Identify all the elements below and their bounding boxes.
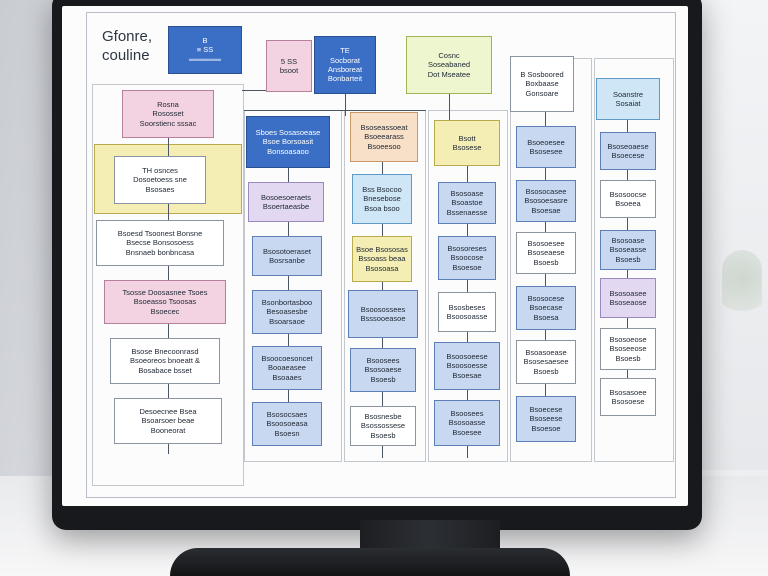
left-box-1[interactable]: Rosna Rososset Soorstienc sssac bbox=[122, 90, 214, 138]
connector bbox=[168, 204, 169, 220]
connector bbox=[168, 384, 169, 398]
chart-frame bbox=[86, 12, 676, 498]
left-box-6[interactable]: Desoecnee Bsea Bsoarsoer beae Booneorat bbox=[114, 398, 222, 444]
col4-box-3[interactable]: Bsosoreses Bsoocose Bsoesoe bbox=[438, 236, 496, 280]
col5-box-1[interactable]: Bsoeoesee Bsosesee bbox=[516, 126, 576, 168]
connector bbox=[627, 370, 628, 378]
header-box-2[interactable]: 5 SS bsoot bbox=[266, 40, 312, 92]
connector bbox=[168, 324, 169, 338]
title-line-2: couline bbox=[102, 46, 150, 64]
col2-box-4[interactable]: Bsonbortasboo Besoasesbe Bsoarsaoe bbox=[252, 290, 322, 334]
connector bbox=[288, 276, 289, 290]
col3-box-2[interactable]: Bss Bsocoo Bnesebose Bsoa bsoo bbox=[352, 174, 412, 224]
connector bbox=[627, 218, 628, 230]
header-box-5[interactable]: B Sosboored Boxbaase Gonsoare bbox=[510, 56, 574, 112]
col5-box-5[interactable]: Bsoasoease Bsosesaesee Bsoesb bbox=[516, 340, 576, 384]
connector bbox=[288, 334, 289, 346]
left-box-2[interactable]: TH osnces Dosoetoess sne Bsosaes bbox=[114, 156, 206, 204]
col4-box-2[interactable]: Bsosoase Bsoastoe Bssenaesse bbox=[438, 182, 496, 224]
left-box-4[interactable]: Tsosse Doosasnee Tsoes Bsoeasso Tsoosas … bbox=[104, 280, 226, 324]
header-box-6[interactable]: Soanstre Sosaiat bbox=[596, 78, 660, 120]
col4-box-4[interactable]: Bsosbeses Bsoosoasse bbox=[438, 292, 496, 332]
col4-box-5[interactable]: Bsoosoeese Bsoosoesse Bsoesae bbox=[434, 342, 500, 390]
connector bbox=[168, 266, 169, 280]
connector bbox=[382, 162, 383, 174]
connector bbox=[382, 446, 383, 458]
col2-box-3[interactable]: Bsosotoeraset Bosrsanbe bbox=[252, 236, 322, 276]
connector bbox=[382, 282, 383, 290]
left-box-5[interactable]: Bsose Bnecoonrasd Bsoeoreos bnoeatt & Bo… bbox=[110, 338, 220, 384]
column-frame-1 bbox=[92, 84, 244, 486]
connector bbox=[168, 138, 169, 156]
col3-box-5[interactable]: Bsoosees Bsosoaese Bsoesb bbox=[350, 348, 416, 392]
connector bbox=[627, 318, 628, 328]
connector bbox=[467, 446, 468, 458]
connector bbox=[449, 94, 450, 120]
connector bbox=[288, 390, 289, 402]
col3-box-4[interactable]: Bsoosossees Bsssooeasoe bbox=[348, 290, 418, 338]
col3-box-1[interactable]: Bsoseassoeat Bsoeearass Bsoeesoo bbox=[350, 112, 418, 162]
connector bbox=[288, 168, 289, 182]
connector bbox=[545, 274, 546, 286]
connector bbox=[382, 392, 383, 406]
col2-box-2[interactable]: Bosoesoeraets Bsoertaeasbe bbox=[248, 182, 324, 222]
connector bbox=[467, 280, 468, 292]
connector bbox=[627, 270, 628, 278]
col4-box-1[interactable]: Bsott Bsosese bbox=[434, 120, 500, 166]
connector bbox=[545, 330, 546, 340]
header-box-3[interactable]: TE Socborat Ansboreat Bonbarteit bbox=[314, 36, 376, 94]
col2-box-5[interactable]: Bsoocoesoncet Booaeasee Bsoaaes bbox=[252, 346, 322, 390]
col6-box-3[interactable]: Bsosoase Bsoseasse Bsoesb bbox=[600, 230, 656, 270]
col5-box-3[interactable]: Bsosoesee Bsoseaese Bsoesb bbox=[516, 232, 576, 274]
header-box-4[interactable]: Cosnc Soseabaned Dot Mseatee bbox=[406, 36, 492, 94]
col3-box-6[interactable]: Bsosnesbe Bsossossese Bsoesb bbox=[350, 406, 416, 446]
connector bbox=[345, 94, 346, 116]
connector bbox=[168, 444, 169, 454]
monitor: Gfonre, couline B ≡ SS ══════ 5 SS bsoot… bbox=[52, 0, 702, 558]
connector bbox=[545, 222, 546, 232]
col6-box-6[interactable]: Bsosasoee Bsosoese bbox=[600, 378, 656, 416]
connector bbox=[545, 112, 546, 126]
column-frame-4 bbox=[428, 110, 508, 462]
connector bbox=[545, 168, 546, 180]
col6-box-1[interactable]: Bsoseoaese Bsoecese bbox=[600, 132, 656, 170]
monitor-stand-base bbox=[170, 548, 570, 576]
connector bbox=[467, 166, 468, 182]
col5-box-6[interactable]: Bsoecese Bsoseese Bsoesoe bbox=[516, 396, 576, 442]
column-frame-6 bbox=[594, 58, 674, 462]
title-line-1: Gfonre, bbox=[102, 28, 153, 45]
connector bbox=[627, 120, 628, 132]
connector bbox=[467, 224, 468, 236]
col4-box-6[interactable]: Bsoosees Bsosoasse Bsoesee bbox=[434, 400, 500, 446]
connector bbox=[244, 110, 426, 111]
connector bbox=[242, 90, 266, 91]
connector bbox=[382, 224, 383, 236]
connector bbox=[545, 384, 546, 396]
col6-box-2[interactable]: Bsosoocse Bsoeea bbox=[600, 180, 656, 218]
col6-box-5[interactable]: Bsosoeose Bsoseeose Bsoesb bbox=[600, 328, 656, 370]
connector bbox=[382, 338, 383, 348]
connector bbox=[288, 222, 289, 236]
background-plant bbox=[722, 250, 762, 320]
left-box-3[interactable]: Bsoesd Tsoonest Bonsne Bsecse Bonsosoess… bbox=[96, 220, 224, 266]
header-box-1[interactable]: B ≡ SS ══════ bbox=[168, 26, 242, 74]
connector bbox=[467, 390, 468, 400]
col3-box-3[interactable]: Bsoe Bsososas Bssoass beaa Bsosoasa bbox=[352, 236, 412, 282]
col2-box-1[interactable]: Sboes Sosasoease Bsoe Borsoasit Bonsoasa… bbox=[246, 116, 330, 168]
col5-box-2[interactable]: Bsosocasee Bsosoesasre Bsoesae bbox=[516, 180, 576, 222]
connector bbox=[467, 332, 468, 342]
monitor-screen[interactable]: Gfonre, couline B ≡ SS ══════ 5 SS bsoot… bbox=[62, 6, 688, 506]
col5-box-4[interactable]: Bsosocese Bsoecase Bsoesa bbox=[516, 286, 576, 330]
document-title: Gfonre, couline bbox=[102, 28, 152, 66]
col2-box-6[interactable]: Bsosocsaes Bsoosoeasa Bsoesn bbox=[252, 402, 322, 446]
col6-box-4[interactable]: Bsosoasee Bsoseaose bbox=[600, 278, 656, 318]
connector bbox=[627, 170, 628, 180]
